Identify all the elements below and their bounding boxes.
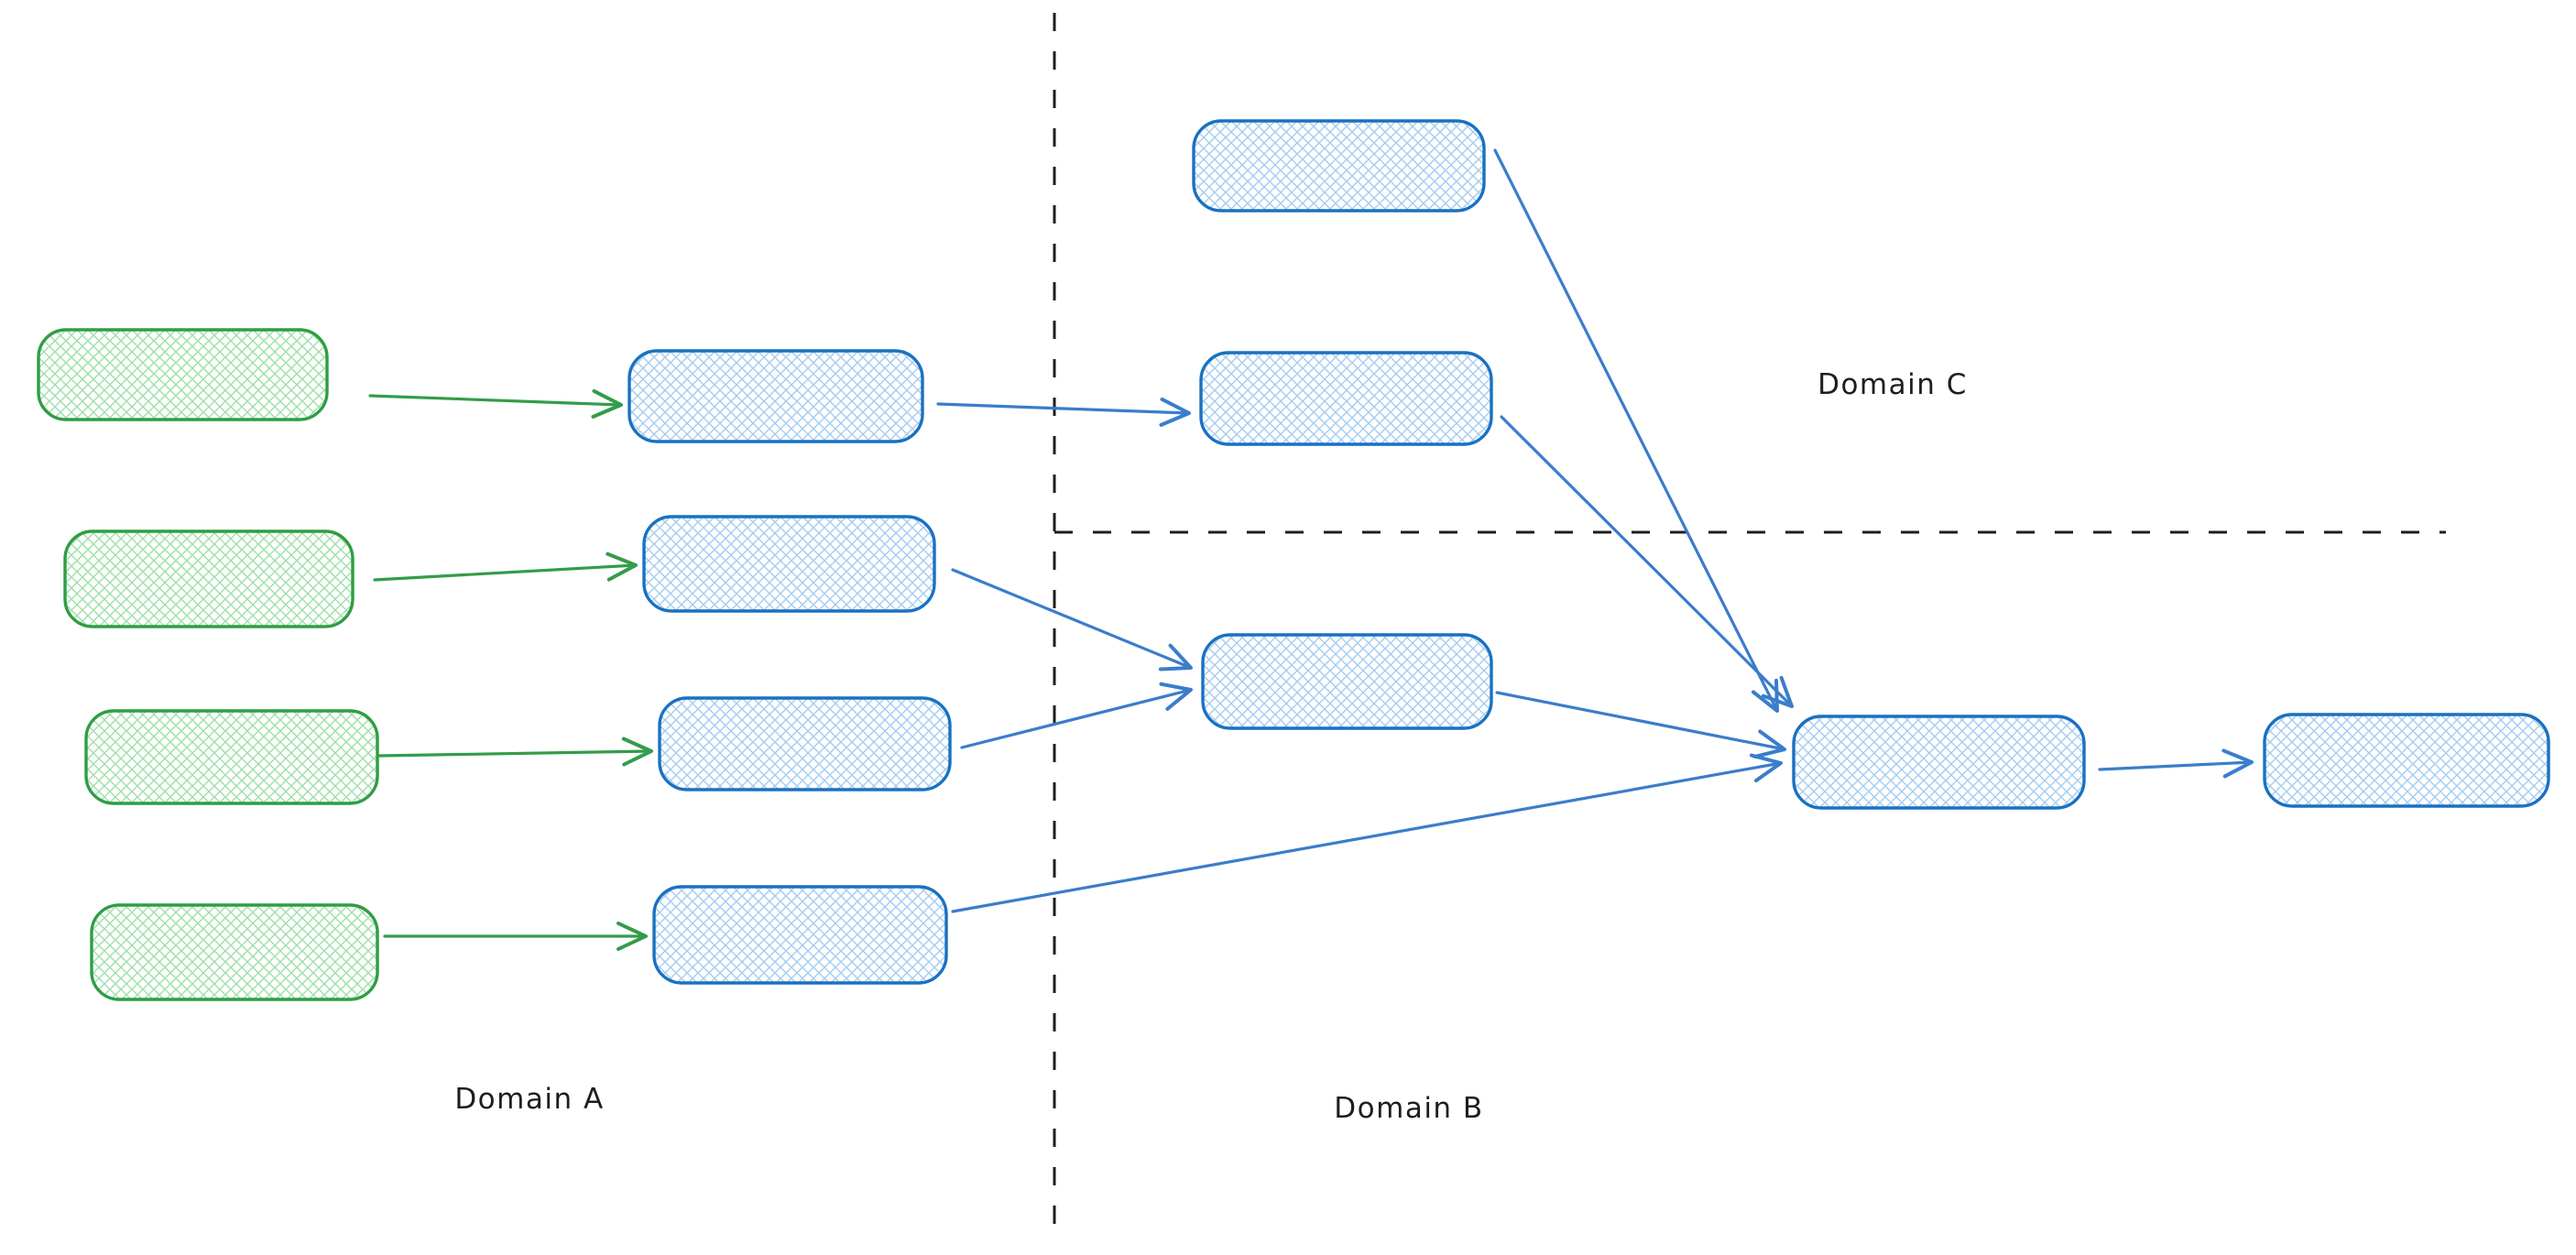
edge-c2-agg[interactable] [1500,415,1794,708]
node-blue-box-c2[interactable] [1199,351,1493,446]
edge-a4-agg[interactable] [951,753,1783,913]
domain-c-label[interactable]: Domain C [1817,368,1968,401]
node-blue-box-final[interactable] [2263,713,2550,808]
node-blue-box-a3[interactable] [658,696,952,791]
node-blue-box-a2[interactable] [642,515,936,613]
node-green-box-2[interactable] [63,529,355,628]
node-blue-box-a1[interactable] [628,349,924,443]
edges-layer [368,148,2254,951]
node-blue-box-a4[interactable] [652,885,948,985]
edge-g1-a1[interactable] [368,388,623,419]
node-green-box-4[interactable] [90,903,379,1001]
node-green-box-3[interactable] [84,709,379,805]
node-green-box-1[interactable] [37,328,329,421]
domain-b-label[interactable]: Domain B [1334,1092,1483,1125]
node-blue-box-agg[interactable] [1792,715,2086,810]
edge-b1-agg[interactable] [1495,691,1786,758]
dividers-layer [1053,13,2446,1239]
edge-agg-final[interactable] [2098,748,2254,779]
nodes-layer [37,119,2550,1001]
edge-g3-a3[interactable] [377,737,653,767]
node-blue-box-c1[interactable] [1192,119,1486,213]
domain-a-label[interactable]: Domain A [454,1083,604,1116]
node-blue-box-b1[interactable] [1201,633,1493,730]
labels-layer: Domain A Domain B Domain C [454,368,1968,1125]
edge-c1-agg[interactable] [1493,148,1779,713]
edge-a2-b1[interactable] [951,568,1193,671]
edge-a1-c2[interactable] [936,397,1191,427]
edge-g2-a2[interactable] [373,551,638,582]
edge-a3-b1[interactable] [960,682,1193,749]
